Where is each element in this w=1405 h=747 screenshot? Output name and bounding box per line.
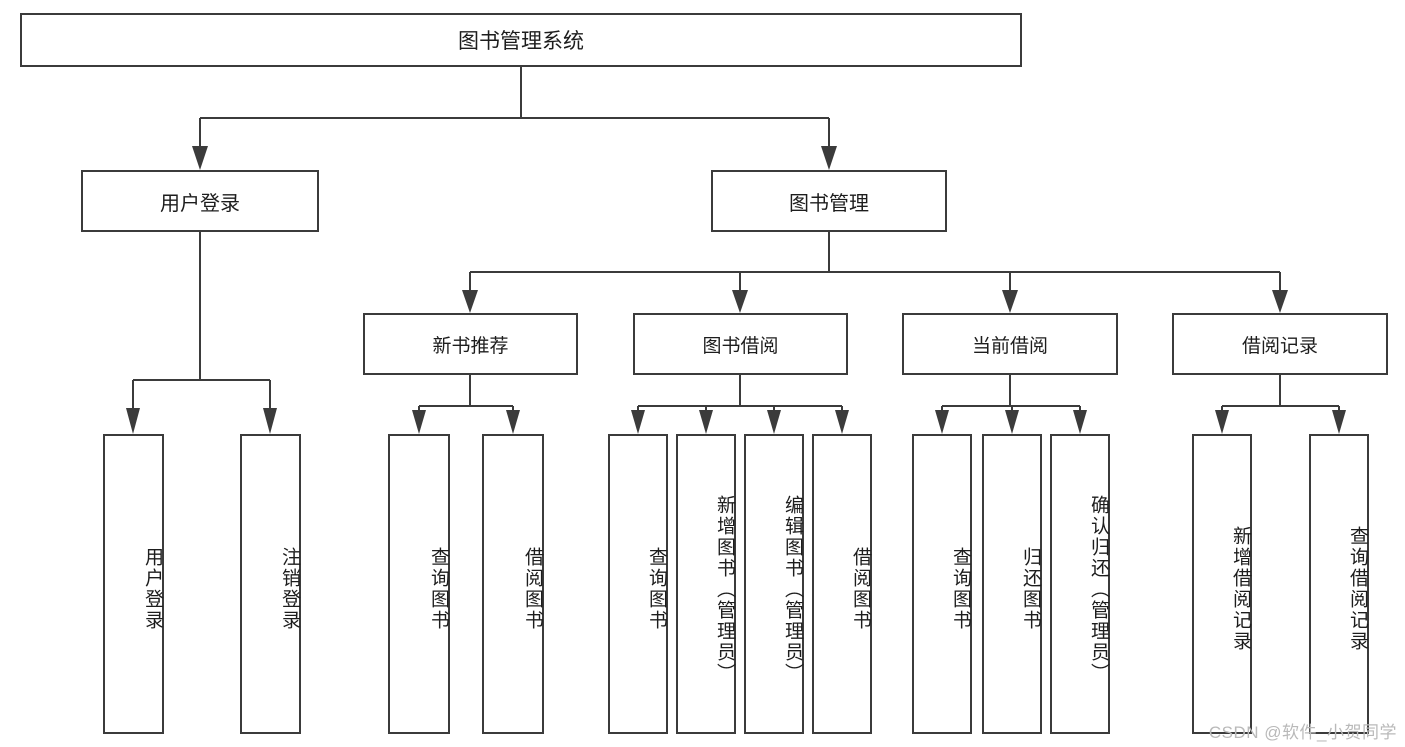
node-user-login[interactable]: 用户登录 (81, 170, 319, 232)
node-borrow-record[interactable]: 借阅记录 (1172, 313, 1388, 375)
watermark-text: CSDN @软件_小贺同学 (1208, 723, 1397, 742)
node-label: 确认归还（管理员） (1088, 494, 1109, 684)
leaf-borrow-query-book[interactable]: 查询图书 (608, 434, 668, 734)
leaf-current-query-book[interactable]: 查询图书 (912, 434, 972, 734)
node-label: 用户登录 (160, 192, 240, 215)
node-label: 图书管理 (789, 192, 869, 215)
node-label: 图书借阅 (702, 335, 779, 357)
node-book-borrow[interactable]: 图书借阅 (633, 313, 848, 375)
node-label: 当前借阅 (971, 335, 1048, 357)
leaf-borrow-add-book-admin[interactable]: 新增图书（管理员） (676, 434, 736, 734)
leaf-record-query-record[interactable]: 查询借阅记录 (1309, 434, 1369, 734)
node-root-system[interactable]: 图书管理系统 (20, 13, 1022, 67)
node-label: 借阅图书 (850, 547, 871, 631)
node-label: 归还图书 (1020, 547, 1041, 631)
leaf-user-login-signout[interactable]: 注销登录 (240, 434, 301, 734)
node-label: 查询借阅记录 (1347, 526, 1368, 652)
node-new-book-recommend[interactable]: 新书推荐 (363, 313, 578, 375)
leaf-borrow-borrow-book[interactable]: 借阅图书 (812, 434, 872, 734)
leaf-borrow-edit-book-admin[interactable]: 编辑图书（管理员） (744, 434, 804, 734)
leaf-recommend-borrow-book[interactable]: 借阅图书 (482, 434, 544, 734)
leaf-recommend-query-book[interactable]: 查询图书 (388, 434, 450, 734)
node-label: 图书管理系统 (458, 30, 584, 53)
node-label: 新书推荐 (432, 335, 509, 357)
leaf-record-add-record[interactable]: 新增借阅记录 (1192, 434, 1252, 734)
node-label: 新增借阅记录 (1230, 526, 1251, 652)
node-label: 借阅图书 (522, 547, 543, 631)
node-label: 查询图书 (950, 547, 971, 631)
node-label: 新增图书（管理员） (714, 494, 735, 684)
leaf-user-login-signin[interactable]: 用户登录 (103, 434, 164, 734)
node-label: 编辑图书（管理员） (782, 494, 803, 684)
leaf-current-return-book[interactable]: 归还图书 (982, 434, 1042, 734)
node-label: 注销登录 (279, 547, 300, 631)
node-label: 用户登录 (142, 547, 163, 631)
node-label: 借阅记录 (1241, 335, 1318, 357)
leaf-current-confirm-return-admin[interactable]: 确认归还（管理员） (1050, 434, 1110, 734)
node-label: 查询图书 (428, 547, 449, 631)
node-current-borrow[interactable]: 当前借阅 (902, 313, 1118, 375)
node-label: 查询图书 (646, 547, 667, 631)
node-book-management[interactable]: 图书管理 (711, 170, 947, 232)
